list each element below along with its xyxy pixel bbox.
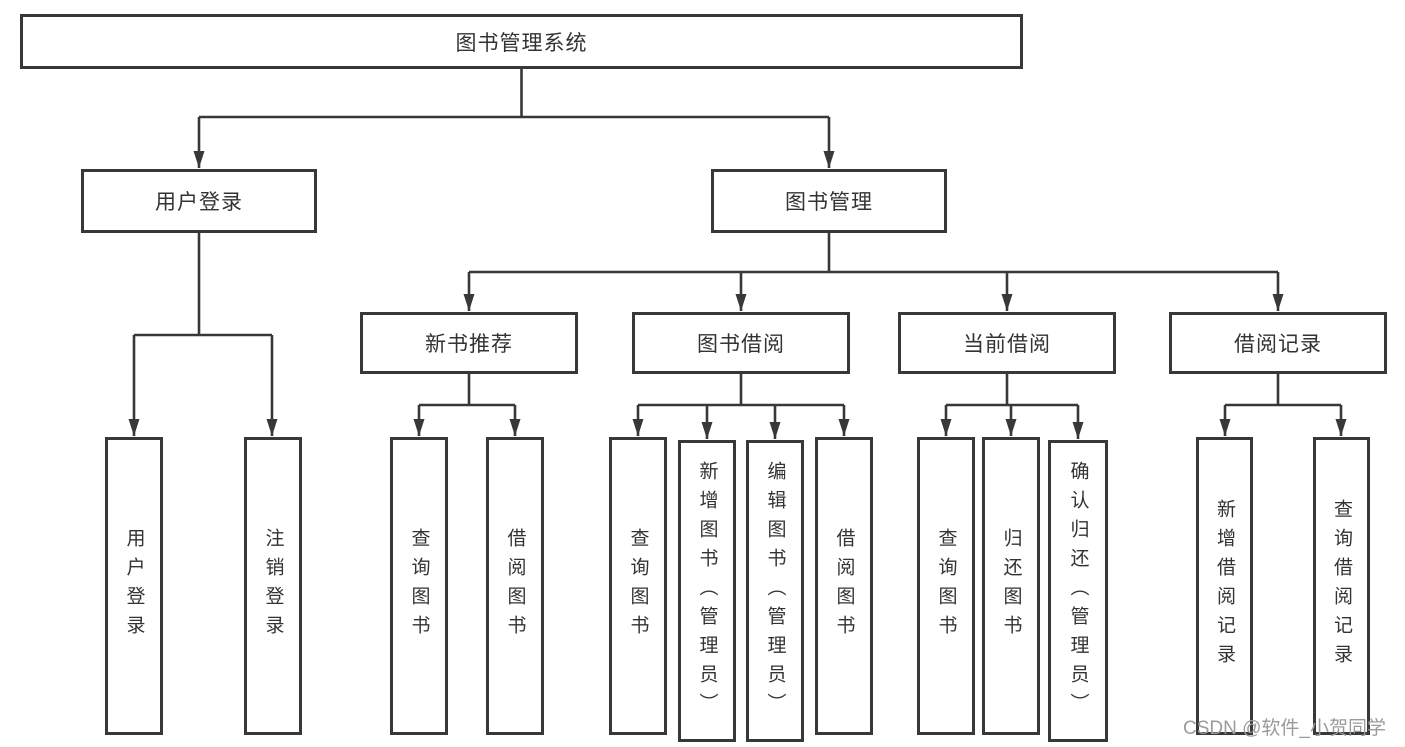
leaf-borrow-add-book-admin: 新增图书（管理员） <box>678 440 736 742</box>
node-current-borrowing: 当前借阅 <box>898 312 1116 374</box>
node-root-label: 图书管理系统 <box>455 31 588 55</box>
leaf-records-query-record: 查询借阅记录 <box>1313 437 1370 735</box>
node-new-book-recommend-label: 新书推荐 <box>425 333 513 356</box>
leaf-current-confirm-return-admin: 确认归还（管理员） <box>1048 440 1108 742</box>
node-borrow-records: 借阅记录 <box>1169 312 1387 374</box>
leaf-recommend-borrow-book: 借阅图书 <box>486 437 544 735</box>
node-book-borrowing-label: 图书借阅 <box>697 333 785 356</box>
leaf-current-return-book-label: 归还图书 <box>1000 528 1022 644</box>
leaf-logout-label: 注销登录 <box>262 528 284 644</box>
leaf-borrow-edit-book-admin: 编辑图书（管理员） <box>746 440 804 742</box>
leaf-logout: 注销登录 <box>244 437 302 735</box>
leaf-recommend-query-book: 查询图书 <box>390 437 448 735</box>
watermark: CSDN @软件_小贺同学 <box>1183 718 1386 739</box>
node-current-borrowing-label: 当前借阅 <box>963 333 1051 356</box>
node-user-login: 用户登录 <box>81 169 317 233</box>
leaf-current-query-book: 查询图书 <box>917 437 975 735</box>
leaf-user-login-label: 用户登录 <box>123 528 145 644</box>
leaf-borrow-query-book-label: 查询图书 <box>627 528 649 644</box>
leaf-current-query-book-label: 查询图书 <box>935 528 957 644</box>
leaf-records-query-record-label: 查询借阅记录 <box>1331 499 1352 673</box>
leaf-borrow-borrow-book: 借阅图书 <box>815 437 873 735</box>
leaf-current-return-book: 归还图书 <box>982 437 1040 735</box>
leaf-user-login: 用户登录 <box>105 437 163 735</box>
node-book-borrowing: 图书借阅 <box>632 312 850 374</box>
leaf-recommend-borrow-book-label: 借阅图书 <box>504 528 526 644</box>
node-book-management-label: 图书管理 <box>785 191 873 214</box>
leaf-borrow-borrow-book-label: 借阅图书 <box>833 528 855 644</box>
leaf-borrow-query-book: 查询图书 <box>609 437 667 735</box>
node-new-book-recommend: 新书推荐 <box>360 312 578 374</box>
node-user-login-label: 用户登录 <box>155 191 243 214</box>
leaf-borrow-edit-book-admin-label: 编辑图书（管理员） <box>764 460 786 722</box>
leaf-borrow-add-book-admin-label: 新增图书（管理员） <box>696 460 718 722</box>
leaf-current-confirm-return-admin-label: 确认归还（管理员） <box>1067 460 1089 722</box>
leaf-records-add-record: 新增借阅记录 <box>1196 437 1253 735</box>
leaf-recommend-query-book-label: 查询图书 <box>408 528 430 644</box>
node-root: 图书管理系统 <box>20 14 1023 69</box>
leaf-records-add-record-label: 新增借阅记录 <box>1214 499 1235 673</box>
node-borrow-records-label: 借阅记录 <box>1234 333 1322 356</box>
node-book-management: 图书管理 <box>711 169 947 233</box>
